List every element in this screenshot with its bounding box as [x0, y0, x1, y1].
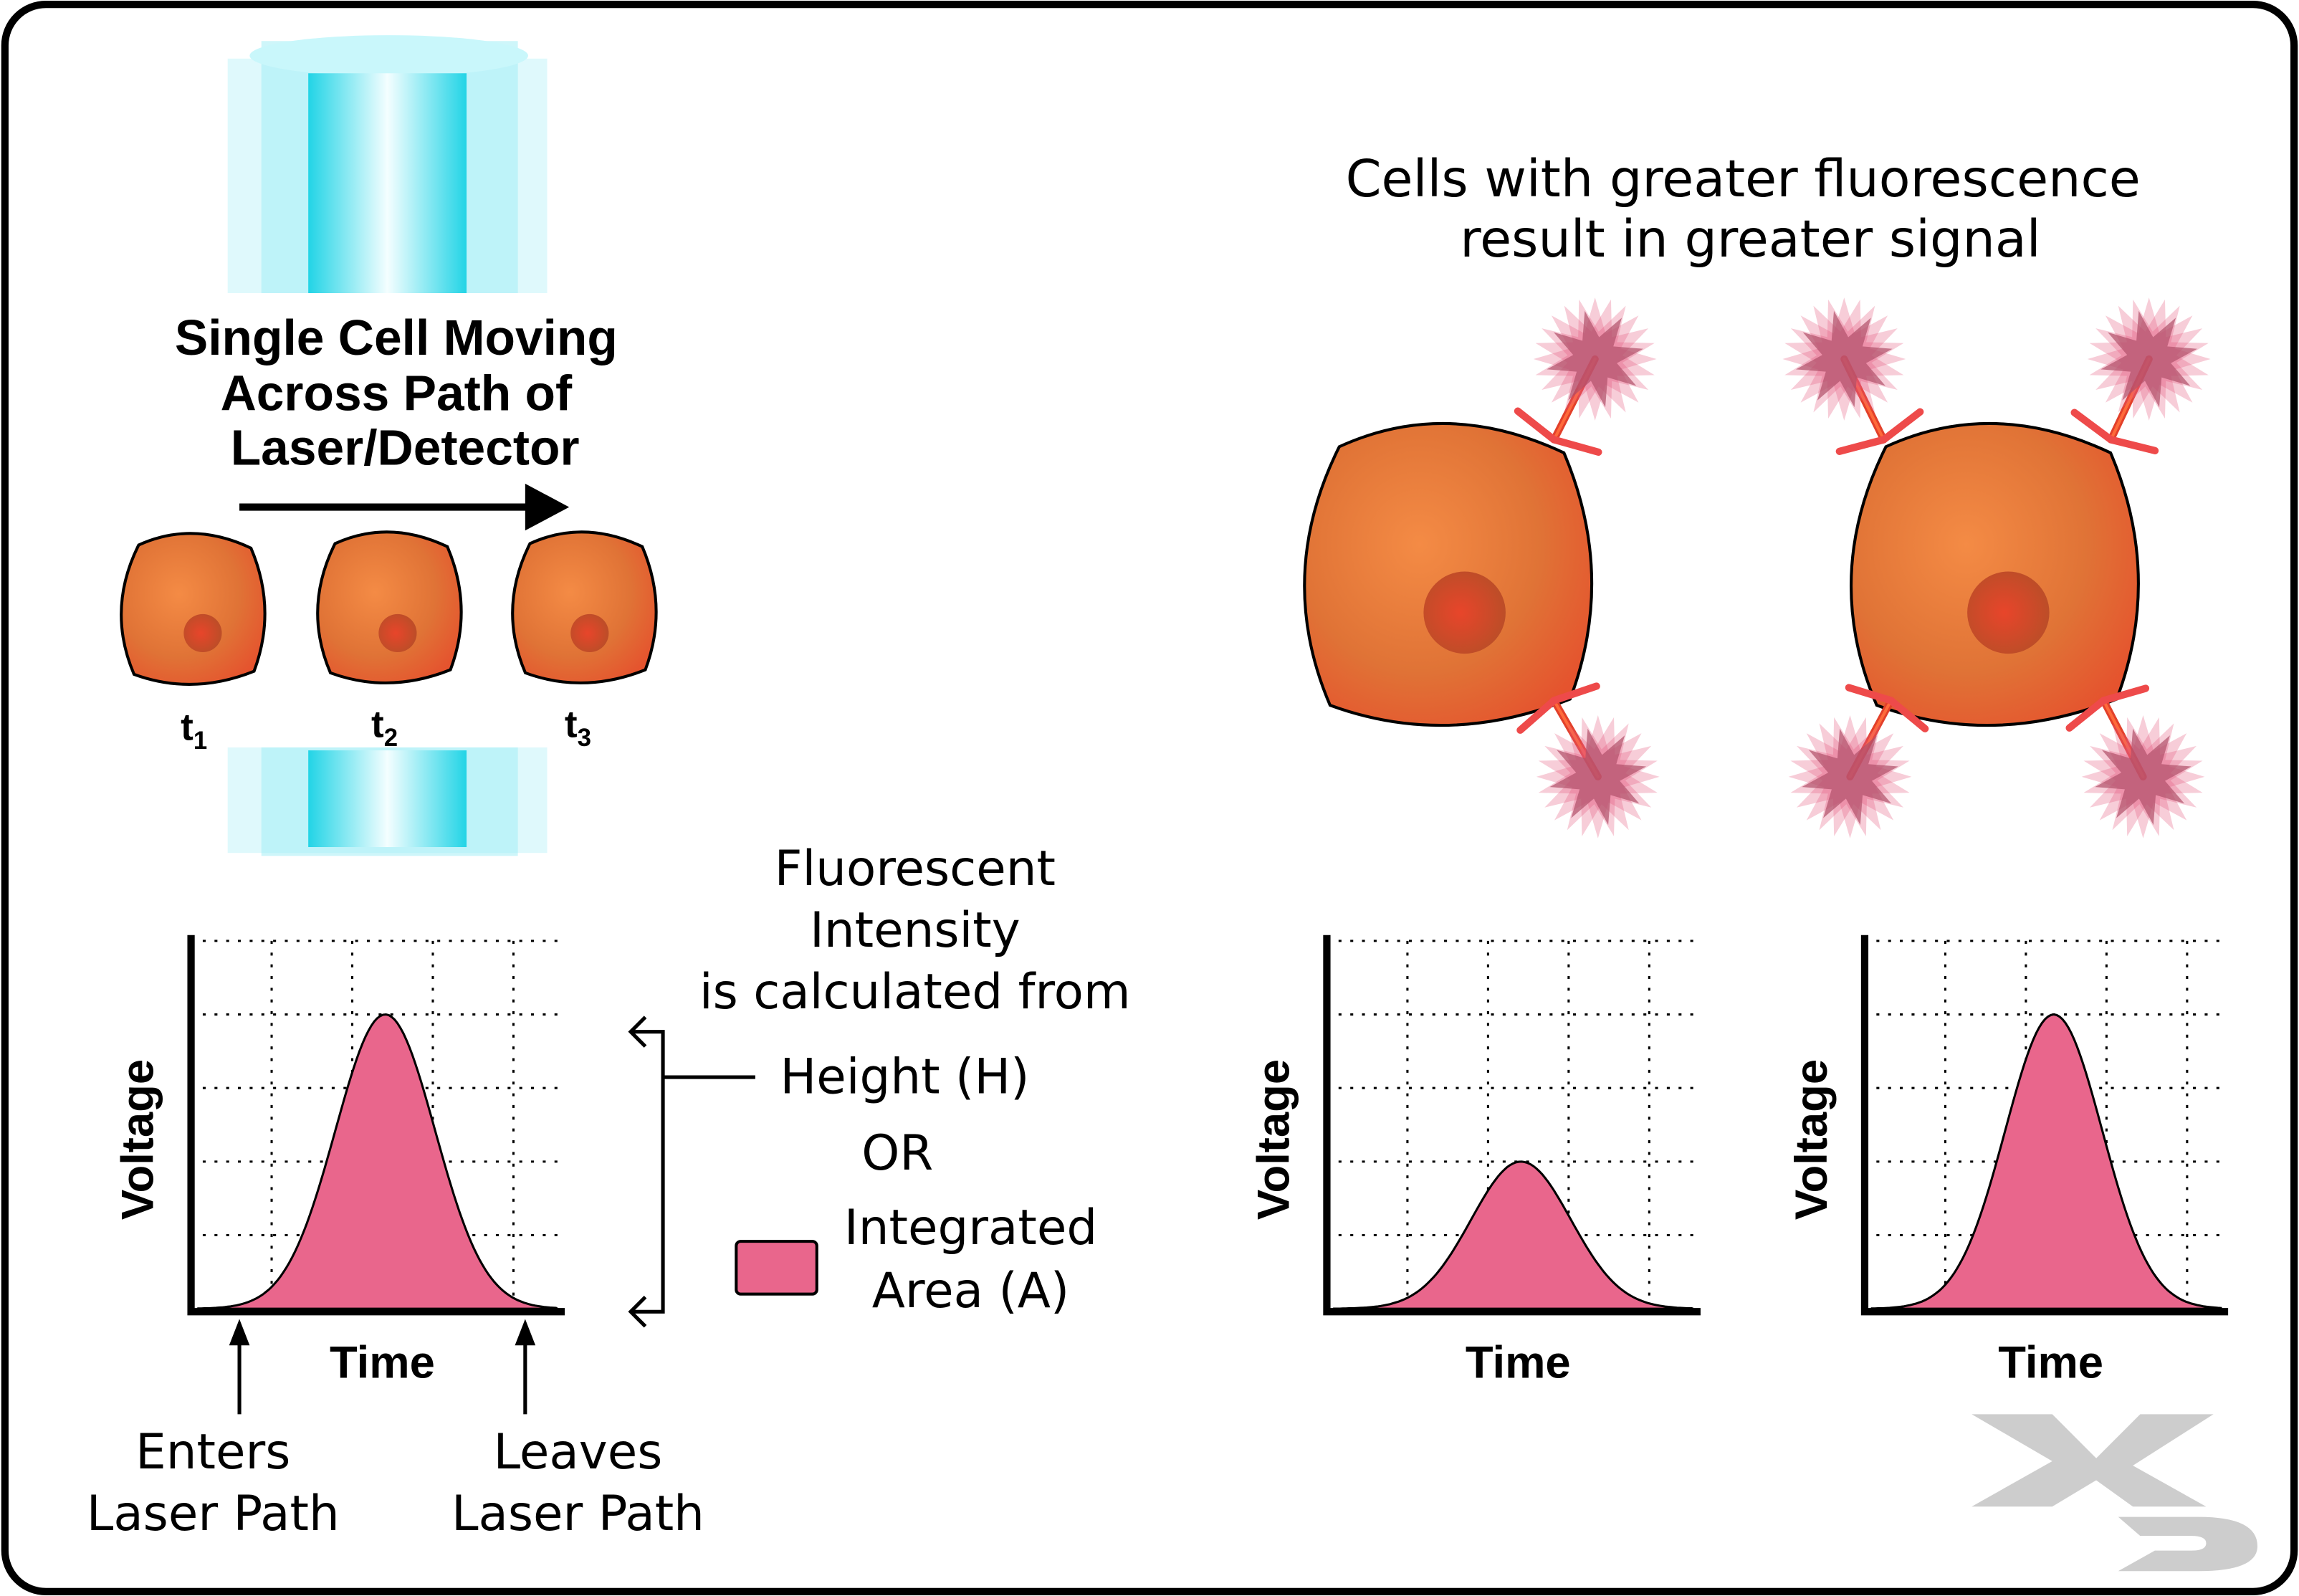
nucleus	[378, 613, 417, 653]
height-label: Height (H)	[780, 1048, 1030, 1105]
explanation-line-3: is calculated from	[699, 963, 1131, 1020]
left-title-line-2: Across Path of	[221, 365, 573, 421]
enters-arrow-icon	[229, 1319, 250, 1415]
area-label-line-1: Integrated	[844, 1199, 1097, 1256]
enters-label-line-2: Laser Path	[87, 1485, 340, 1542]
nucleus	[1423, 571, 1506, 654]
chart-axes	[1323, 935, 1701, 1316]
cell	[1303, 421, 1594, 727]
nucleus	[570, 613, 609, 653]
area-swatch	[735, 1240, 818, 1296]
x-axis-label: Time	[330, 1337, 435, 1387]
time-label-t3: t3	[565, 704, 591, 752]
y-axis-label: Voltage	[1248, 1059, 1299, 1220]
xd-logo	[1971, 1414, 2258, 1572]
cell	[120, 532, 267, 686]
x-axis-label: Time	[1466, 1337, 1571, 1387]
fluorophore-star-icon	[1788, 715, 1912, 838]
left-title-line-3: Laser/Detector	[231, 419, 580, 475]
area-label-line-2: Area (A)	[872, 1262, 1070, 1319]
fluorophore-star-icon	[1533, 297, 1657, 421]
signal-peak	[1333, 1160, 1694, 1310]
leaves-label-line-1: Leaves	[494, 1423, 663, 1480]
x-axis-label: Time	[1998, 1337, 2103, 1387]
y-axis-label: Voltage	[113, 1059, 163, 1220]
bracket-icon	[628, 1016, 755, 1328]
fluorophore-star-icon	[1536, 715, 1660, 838]
laser-top	[227, 35, 548, 293]
signal-peak	[1870, 1013, 2222, 1310]
explanation-line-2: Intensity	[810, 902, 1021, 958]
enters-label-line-1: Enters	[135, 1423, 290, 1480]
detector-bottom	[227, 747, 548, 856]
leaves-label-line-2: Laser Path	[451, 1485, 704, 1542]
time-label-t2: t2	[371, 704, 398, 752]
y-axis-label: Voltage	[1787, 1059, 1837, 1220]
chart-axes	[187, 935, 565, 1316]
signal-peak	[197, 1013, 562, 1310]
left-title-line-1: Single Cell Moving	[175, 310, 618, 365]
fluorophore-star-icon	[2087, 297, 2211, 421]
fluorophore-star-icon	[1782, 297, 1906, 421]
movement-arrow-icon	[239, 483, 570, 531]
time-label-t1: t1	[181, 707, 207, 755]
right-title-line-1: Cells with greater fluorescence	[1346, 149, 2141, 209]
right-title-line-2: result in greater signal	[1460, 209, 2040, 269]
explanation-line-1: Fluorescent	[775, 840, 1056, 897]
nucleus	[1967, 571, 2050, 654]
or-label: OR	[861, 1124, 933, 1181]
cell	[316, 530, 463, 684]
nucleus	[183, 613, 222, 653]
fluorophore-star-icon	[2081, 715, 2205, 838]
cell	[1850, 421, 2140, 727]
cell	[511, 530, 658, 684]
leaves-arrow-icon	[515, 1319, 536, 1415]
chart-axes	[1860, 935, 2229, 1316]
